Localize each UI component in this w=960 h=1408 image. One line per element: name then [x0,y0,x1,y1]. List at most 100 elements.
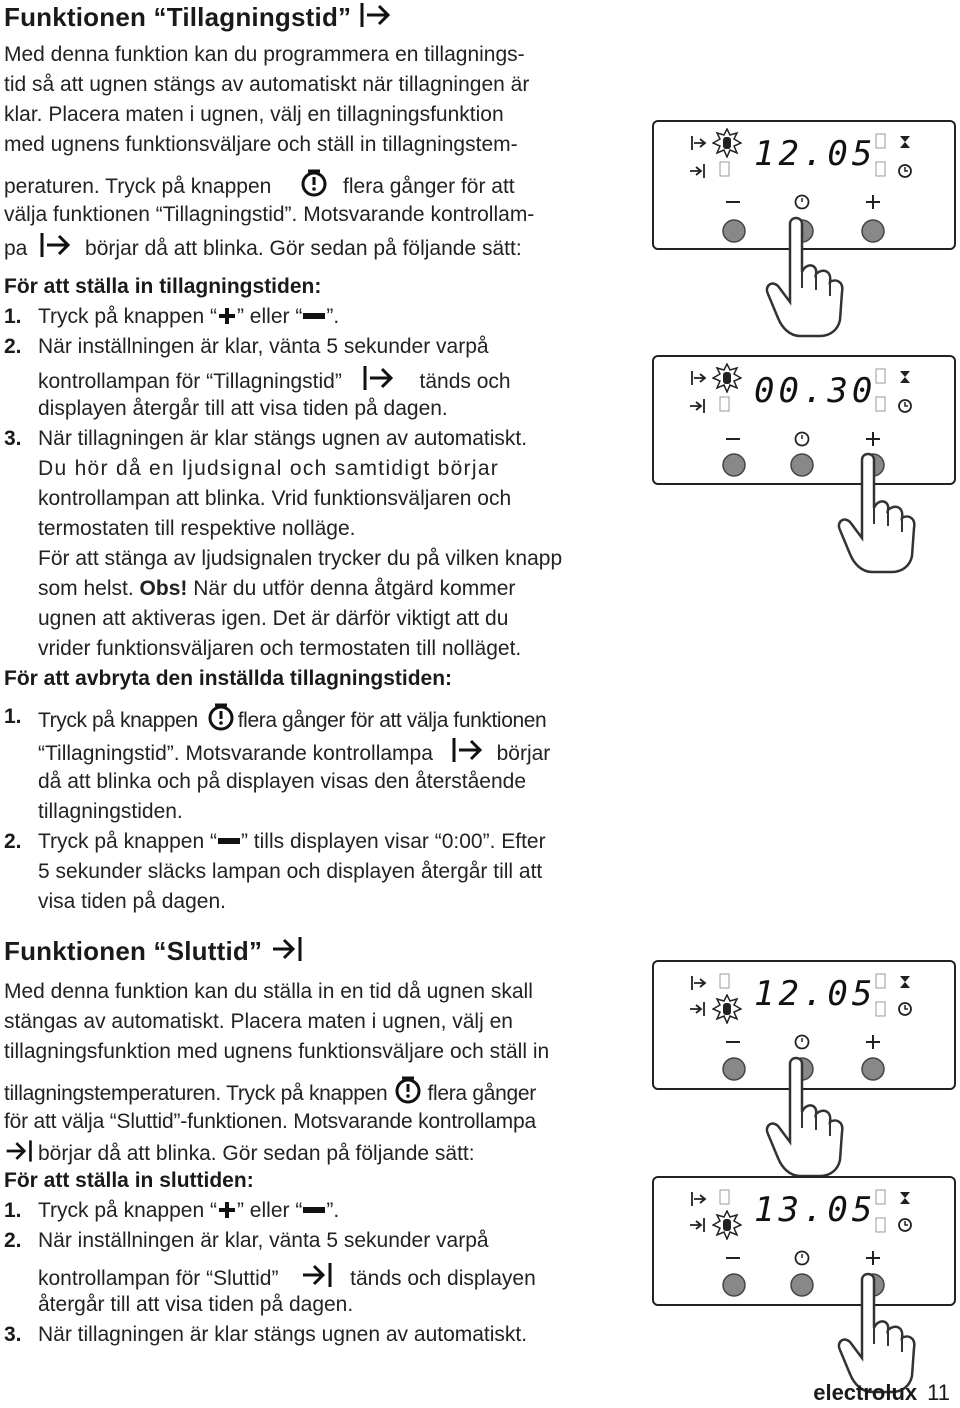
control-panel: 00.30 − + [652,355,956,485]
step-line: När inställningen är klar, vänta 5 sekun… [38,335,489,358]
page-footer: electrolux 11 [813,1380,950,1406]
step-text: som helst. [38,577,134,600]
pressing-hand-icon [764,210,844,340]
intro-line: börjar då att blinka. Gör sedan på följa… [4,1137,475,1169]
display-readout: 12.05 [754,974,877,1014]
subheading-set-cooking-time: För att ställa in tillagningstiden: [4,275,322,298]
control-panel: 12.05 − + [652,120,956,250]
end-time-icon [4,1137,34,1165]
step-line: displayen återgår till att visa tiden på… [38,397,448,420]
step-text: kontrollampan för “Sluttid” [38,1267,279,1290]
intro-text: börjar då att blinka. Gör sedan på följa… [85,237,522,260]
minus-icon [302,1200,326,1220]
minus-icon [217,831,241,851]
step-text: ” eller “ [236,305,303,328]
step-line: som helst. Obs! När du utför denna åtgär… [38,574,515,604]
intro-line: välja funktionen “Tillagningstid”. Motsv… [4,203,535,226]
step-number: 3. [4,1323,22,1346]
step-line: kontrollampan för “Sluttid” tänds och di… [38,1260,536,1294]
intro-line: Med denna funktion kan du ställa in en t… [4,980,533,1003]
cooking-time-icon [39,230,73,260]
section-title-text: Funktionen “Sluttid” [4,936,263,966]
step-line: ugnen att aktiveras igen. Det är därför … [38,607,509,630]
intro-text: börjar då att blinka. Gör sedan på följa… [38,1142,475,1165]
step-line: Tryck på knappen “” tills displayen visa… [38,827,546,857]
subheading-cancel-cooking-time: För att avbryta den inställda tillagning… [4,667,453,690]
blinking-lamp-icon [712,994,742,1024]
clock-button-icon [393,1075,423,1105]
step-text: ” eller “ [236,1199,303,1222]
display-readout: 00.30 [754,371,877,411]
blinking-lamp-icon [712,363,742,393]
section-title-text: Funktionen “Tillagningstid” [4,2,352,32]
intro-text: tillagningstemperaturen. Tryck på knappe… [4,1082,388,1105]
intro-line: tid så att ugnen stängs av automatiskt n… [4,73,530,96]
step-text: ”. [326,305,340,328]
step-line: återgår till att visa tiden på dagen. [38,1293,354,1316]
step-text: börjar [496,742,551,765]
step-line: “Tillagningstid”. Motsvarande kontrollam… [38,735,550,769]
step-text: Tryck på knappen “ [38,1199,217,1222]
step-text: ”. [326,1199,340,1222]
step-text: ” tills displayen visar “0:00”. Efter [240,830,546,853]
step-text: “Tillagningstid”. Motsvarande kontrollam… [38,742,433,765]
minus-icon [302,306,326,326]
control-panel: 12.05 − + [652,960,956,1090]
intro-line: tillagningsfunktion med ugnens funktions… [4,1040,550,1063]
subheading-set-end-time: För att ställa in sluttiden: [4,1169,254,1192]
section-title-tillagningstid: Funktionen “Tillagningstid” [4,0,393,33]
pressing-hand-icon [764,1050,844,1180]
step-text: tänds och displayen [350,1267,536,1290]
cooking-time-icon [451,735,485,765]
step-line: Du hör då en ljudsignal och samtidigt bö… [38,457,500,480]
section-title-sluttid: Funktionen “Sluttid” [4,934,304,967]
step-line: då att blinka och på displayen visas den… [38,770,526,793]
step-text: flera gånger för att välja funktionen [237,709,547,732]
step-number: 2. [4,830,22,853]
end-time-icon [300,1260,334,1290]
plus-icon [217,1200,237,1220]
step-number: 2. [4,1229,22,1252]
display-readout: 13.05 [754,1190,877,1230]
step-number: 1. [4,1199,22,1222]
clock-button-icon [299,168,329,198]
page-number: 11 [927,1380,950,1405]
cooking-time-icon [362,363,396,393]
step-line: kontrollampan att blinka. Vrid funktions… [38,487,512,510]
pressing-hand-icon [836,1266,916,1396]
clock-button-icon [206,702,236,732]
step-line: kontrollampan för “Tillagningstid” tänds… [38,363,511,397]
intro-line: för att välja “Sluttid”-funktionen. Mots… [4,1110,536,1133]
step-line: tillagningstiden. [38,800,183,823]
step-line: När tillagningen är klar stängs ugnen av… [38,427,528,450]
display-readout: 12.05 [754,134,877,174]
step-line: När inställningen är klar, vänta 5 sekun… [38,1229,489,1252]
step-line: Tryck på knappen “ ” eller “ ”. [38,1196,339,1226]
blinking-lamp-icon [712,1210,742,1240]
step-line: För att stänga av ljudsignalen trycker d… [38,547,563,570]
intro-text: flera gånger för att [343,175,515,198]
step-text: tänds och [419,370,511,393]
intro-line: peraturen. Tryck på knappen flera gånger… [4,168,515,202]
step-number: 2. [4,335,22,358]
brand-name: electrolux [813,1380,918,1405]
step-line: Tryck på knappen “” eller “”. [38,302,339,332]
intro-text: pa [4,237,28,260]
intro-line: pa börjar då att blinka. Gör sedan på fö… [4,230,522,264]
intro-line: tillagningstemperaturen. Tryck på knappe… [4,1075,536,1109]
step-line: När tillagningen är klar stängs ugnen av… [38,1323,528,1346]
intro-line: stängas av automatiskt. Placera maten i … [4,1010,513,1033]
pressing-hand-icon [836,446,916,576]
step-line: vrider funktionsväljaren och termostaten… [38,637,522,660]
step-text: kontrollampan för “Tillagningstid” [38,370,342,393]
step-number: 1. [4,305,22,328]
cooking-time-icon [359,0,393,30]
intro-line: klar. Placera maten i ugnen, välj en til… [4,103,504,126]
end-time-icon [270,934,304,964]
intro-text: flera gånger [427,1082,536,1105]
step-line: termostaten till respektive nolläge. [38,517,356,540]
step-text: När du utför denna åtgärd kommer [193,577,516,600]
plus-icon [217,306,237,326]
blinking-lamp-icon [712,128,742,158]
step-number: 3. [4,427,22,450]
